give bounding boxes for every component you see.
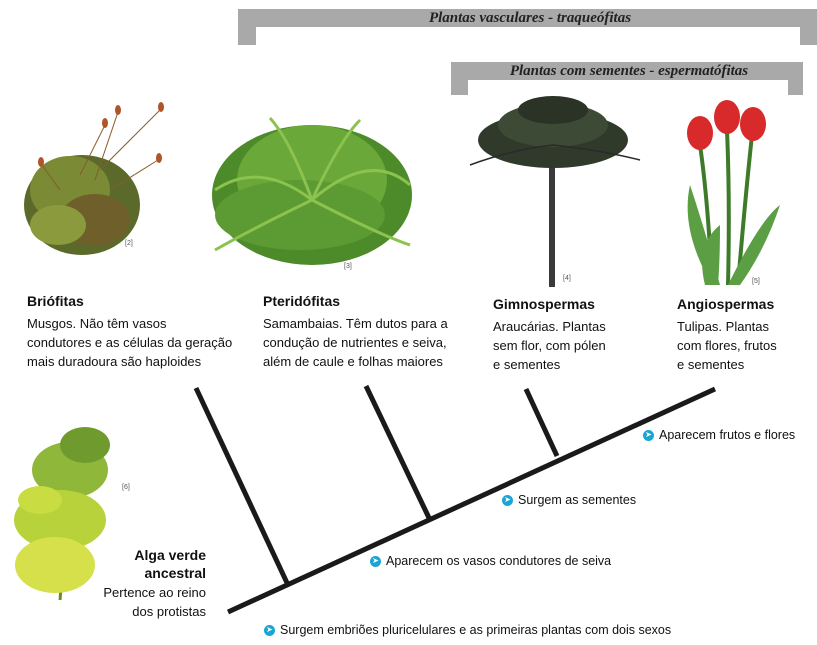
briofitas-description: Musgos. Não têm vasos condutores e as cé… xyxy=(27,314,232,371)
milestone-text: Aparecem frutos e flores xyxy=(659,428,796,442)
arrow-right-icon: ➤ xyxy=(502,494,513,506)
alga-illustration xyxy=(14,427,110,601)
cladogram-tree xyxy=(193,384,717,615)
credit-angiospermas: [5] xyxy=(752,278,760,285)
credit-alga: [6] xyxy=(122,484,130,491)
angiospermas-title: Angiospermas xyxy=(677,296,775,312)
briofitas-line: condutores e as células da geração xyxy=(27,335,233,350)
alga-title-line: Alga verde xyxy=(134,547,206,563)
vascular-bracket xyxy=(238,9,817,45)
credit-pteridofitas: [3] xyxy=(344,263,352,270)
seed-plants-label: Plantas com sementes - espermatófitas xyxy=(509,63,749,79)
gimnospermas-description: Araucárias. Plantas sem flor, com pólen … xyxy=(493,317,606,374)
arrow-right-icon: ➤ xyxy=(370,555,381,567)
alga-description: Pertence ao reino dos protistas xyxy=(90,583,206,621)
angiospermas-line: com flores, frutos xyxy=(677,338,777,353)
vascular-plants-label: Plantas vasculares - traqueófitas xyxy=(428,10,632,26)
alga-title: Alga verde ancestral xyxy=(100,546,206,582)
arrow-right-icon: ➤ xyxy=(264,624,275,636)
briofitas-title: Briófitas xyxy=(27,293,84,309)
fern-illustration xyxy=(212,116,412,265)
tree-trunk xyxy=(226,386,717,615)
gimnospermas-line: e sementes xyxy=(493,357,561,372)
arrow-right-icon: ➤ xyxy=(643,429,654,441)
angiospermas-description: Tulipas. Plantas com flores, frutos e se… xyxy=(677,317,777,374)
branch-briofitas xyxy=(193,386,291,587)
milestone-text: Surgem embriões pluricelulares e as prim… xyxy=(280,623,672,637)
pteridofitas-line: condução de nutrientes e seiva, xyxy=(263,335,447,350)
milestone-text: Surgem as sementes xyxy=(518,493,637,507)
pteridofitas-line: além de caule e folhas maiores xyxy=(263,354,443,369)
briofitas-line: Musgos. Não têm vasos xyxy=(27,316,167,331)
branch-pteridofitas xyxy=(363,384,433,522)
alga-line: Pertence ao reino xyxy=(103,585,206,600)
gimnospermas-line: sem flor, com pólen xyxy=(493,338,606,353)
araucaria-illustration xyxy=(469,96,641,287)
angiospermas-line: e sementes xyxy=(677,357,745,372)
gimnospermas-line: Araucárias. Plantas xyxy=(493,319,606,334)
milestone-embryos: ➤ Surgem embriões pluricelulares e as pr… xyxy=(264,623,671,637)
pteridofitas-line: Samambaias. Têm dutos para a xyxy=(263,316,448,331)
gimnospermas-title: Gimnospermas xyxy=(493,296,595,312)
alga-line: dos protistas xyxy=(132,604,206,619)
credit-briofitas: [2] xyxy=(125,240,133,247)
pteridofitas-title: Pteridófitas xyxy=(263,293,341,309)
milestone-vessels: ➤ Aparecem os vasos condutores de seiva xyxy=(370,554,611,568)
milestone-seeds: ➤ Surgem as sementes xyxy=(502,493,636,507)
moss-illustration xyxy=(24,102,164,255)
milestone-text: Aparecem os vasos condutores de seiva xyxy=(386,554,612,568)
briofitas-line: mais duradoura são haploides xyxy=(27,354,202,369)
pteridofitas-description: Samambaias. Têm dutos para a condução de… xyxy=(263,314,448,371)
tulip-illustration xyxy=(687,100,780,286)
seed-plants-bracket xyxy=(451,62,803,95)
angiospermas-line: Tulipas. Plantas xyxy=(677,319,770,334)
alga-title-line: ancestral xyxy=(144,565,206,581)
branch-gimnospermas xyxy=(523,387,560,458)
credit-gimnospermas: [4] xyxy=(563,275,571,282)
milestone-fruits-flowers: ➤ Aparecem frutos e flores xyxy=(643,428,795,442)
